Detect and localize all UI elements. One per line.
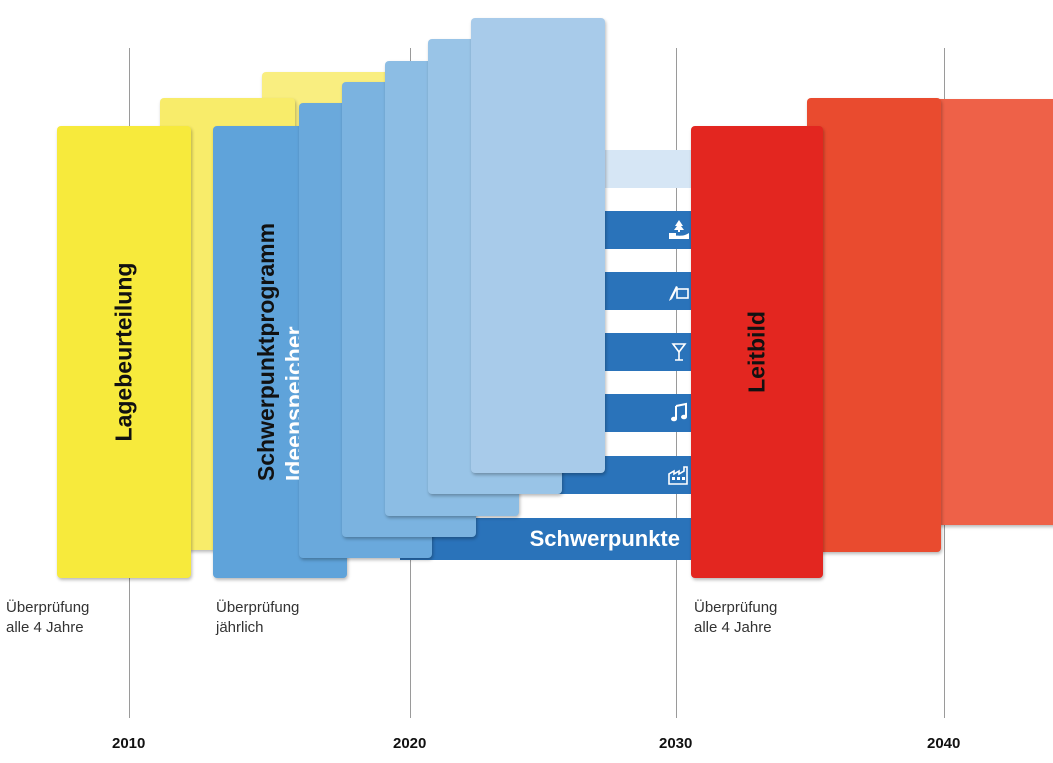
nature-landscape-icon	[668, 219, 690, 241]
music-note-icon	[668, 402, 690, 424]
schwerpunkte-arrow: Schwerpunkte	[400, 518, 716, 560]
leitbild-label: Leitbild	[743, 311, 770, 393]
cocktail-glass-icon	[668, 341, 690, 363]
factory-icon	[668, 464, 690, 486]
review-note-line-1: Überprüfung	[694, 599, 778, 616]
schwerpunkt-review-note: Überprüfung jährlich	[216, 598, 299, 638]
year-label-2020: 2020	[393, 735, 427, 752]
red-orange-card-2	[807, 98, 941, 552]
year-label-2010: 2010	[112, 735, 146, 752]
review-note-line-2: alle 4 Jahre	[6, 619, 84, 636]
review-note-line-1: Überprüfung	[6, 599, 90, 616]
schwerpunktprogramm-label: Schwerpunktprogramm	[253, 222, 279, 482]
writing-hand-icon	[668, 280, 690, 302]
schwerpunkte-label: Schwerpunkte	[529, 526, 680, 551]
gridline-2030	[676, 48, 677, 718]
year-label-2040: 2040	[927, 735, 961, 752]
review-note-line-2: alle 4 Jahre	[694, 619, 772, 636]
review-note-line-2: jährlich	[216, 619, 264, 636]
leitbild-review-note: Überprüfung alle 4 Jahre	[694, 598, 777, 638]
coral-card-3	[925, 99, 1053, 525]
lagebeurteilung-label: Lagebeurteilung	[110, 262, 137, 442]
lagebeurteilung-card: Lagebeurteilung	[57, 126, 191, 578]
review-note-line-1: Überprüfung	[216, 599, 300, 616]
year-label-2030: 2030	[659, 735, 693, 752]
lagebeurteilung-review-note: Überprüfung alle 4 Jahre	[6, 598, 89, 638]
blue-card-6	[471, 18, 605, 473]
leitbild-card: Leitbild	[691, 126, 823, 578]
